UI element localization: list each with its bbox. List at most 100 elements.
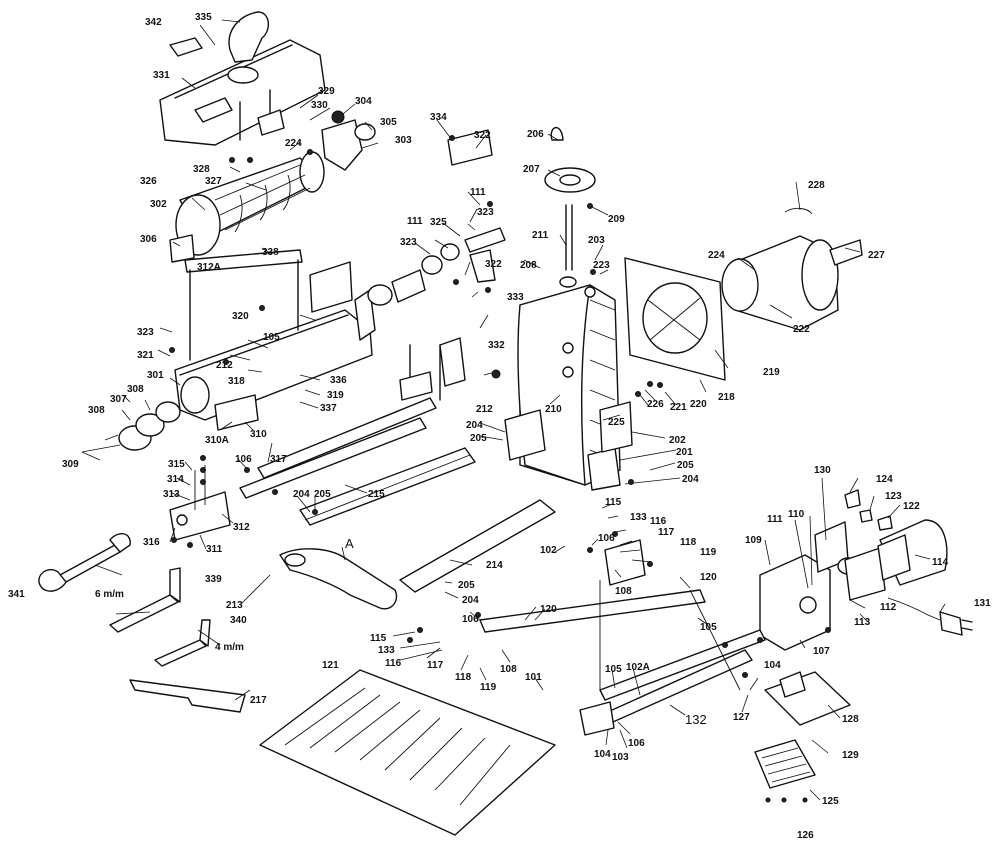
label-108-low: 108	[500, 664, 517, 675]
label-224-right: 224	[708, 250, 725, 261]
label-336: 336	[330, 375, 347, 386]
label-217: 217	[250, 695, 267, 706]
label-203: 203	[588, 235, 605, 246]
label-119-low: 119	[480, 682, 497, 693]
label-223: 223	[593, 260, 610, 271]
label-111-right: 111	[767, 514, 783, 525]
label-110: 110	[788, 509, 805, 520]
label-310a: 310A	[205, 435, 229, 446]
label-334: 334	[430, 112, 447, 123]
label-118-low: 118	[455, 672, 472, 683]
label-118-top: 118	[680, 537, 697, 548]
feed-rollers-lower	[479, 539, 766, 736]
label-331: 331	[153, 70, 170, 81]
label-212-left: 212	[216, 360, 233, 371]
label-332: 332	[488, 340, 505, 351]
label-115-top: 115	[605, 497, 622, 508]
label-204-low: 204	[462, 595, 479, 606]
cutter-head-knob	[321, 110, 376, 171]
gauge-plate	[129, 679, 246, 713]
fastener-dots	[169, 135, 831, 803]
label-130: 130	[814, 465, 831, 476]
label-114: 114	[932, 557, 949, 568]
wrench	[38, 533, 131, 592]
label-225: 225	[608, 417, 625, 428]
label-326: 326	[140, 176, 157, 187]
feed-rollers-upper	[239, 337, 466, 499]
label-211: 211	[532, 230, 549, 241]
label-218: 218	[718, 392, 735, 403]
label-212-mid: 212	[476, 404, 493, 415]
label-213: 213	[226, 600, 243, 611]
label-339: 339	[205, 574, 222, 585]
label-116-top: 116	[650, 516, 667, 527]
label-108-top: 108	[615, 586, 632, 597]
label-222: 222	[793, 324, 810, 335]
label-A: A	[345, 536, 354, 551]
label-105-right: 105	[700, 622, 717, 633]
label-320: 320	[232, 311, 249, 322]
label-111-top: 111	[470, 187, 486, 198]
label-205-right: 205	[677, 460, 694, 471]
label-310: 310	[250, 429, 267, 440]
leader-lines	[81, 19, 946, 801]
label-311: 311	[206, 544, 223, 555]
label-201: 201	[676, 447, 693, 458]
side-bracket	[169, 465, 231, 541]
label-303: 303	[395, 135, 412, 146]
label-325: 325	[430, 217, 447, 228]
label-129: 129	[842, 750, 859, 761]
label-111-mid: 111	[407, 216, 423, 227]
label-226: 226	[647, 399, 664, 410]
label-330: 330	[311, 100, 328, 111]
label-106-left: 106	[235, 454, 252, 465]
label-323-left: 323	[137, 327, 154, 338]
left-pulleys	[118, 401, 181, 451]
label-122: 122	[903, 501, 920, 512]
label-4mm: 4 m/m	[215, 642, 244, 653]
label-127: 127	[733, 712, 750, 723]
label-319: 319	[327, 390, 344, 401]
label-128: 128	[842, 714, 859, 725]
label-206: 206	[527, 129, 544, 140]
label-104-low: 104	[594, 749, 611, 760]
label-340: 340	[230, 615, 247, 626]
label-101: 101	[525, 672, 542, 683]
label-312: 312	[233, 522, 250, 533]
label-117-top: 117	[658, 527, 675, 538]
label-120-low: 120	[540, 604, 557, 615]
side-frame	[174, 249, 376, 431]
power-cord	[887, 597, 973, 636]
hex-key-6mm	[109, 567, 181, 633]
label-215: 215	[368, 489, 385, 500]
label-117-low: 117	[427, 660, 444, 671]
label-221: 221	[670, 402, 687, 413]
label-322-low: 322	[485, 259, 502, 270]
label-133-low: 133	[378, 645, 395, 656]
label-102: 102	[540, 545, 557, 556]
infeed-table	[259, 669, 556, 836]
label-322-top: 322	[474, 130, 491, 141]
circuit-board	[754, 671, 851, 789]
label-318: 318	[228, 376, 245, 387]
support-foot	[279, 548, 398, 610]
height-crank	[544, 126, 596, 298]
label-207: 207	[523, 164, 540, 175]
label-204-left: 204	[293, 489, 310, 500]
label-305: 305	[380, 117, 397, 128]
label-341: 341	[8, 589, 25, 600]
label-228: 228	[808, 180, 825, 191]
label-333-top: 333	[507, 292, 524, 303]
label-102a: 102A	[626, 662, 650, 673]
label-120-top: 120	[700, 572, 717, 583]
label-132: 132	[685, 712, 707, 727]
label-328: 328	[193, 164, 210, 175]
label-307: 307	[110, 394, 127, 405]
label-113: 113	[854, 617, 871, 628]
label-301: 301	[147, 370, 164, 381]
label-106-mid: 106	[598, 533, 615, 544]
label-133-top: 133	[630, 512, 647, 523]
label-323-mid: 323	[477, 207, 494, 218]
label-323-low: 323	[400, 237, 417, 248]
base-plate-215	[299, 447, 476, 526]
